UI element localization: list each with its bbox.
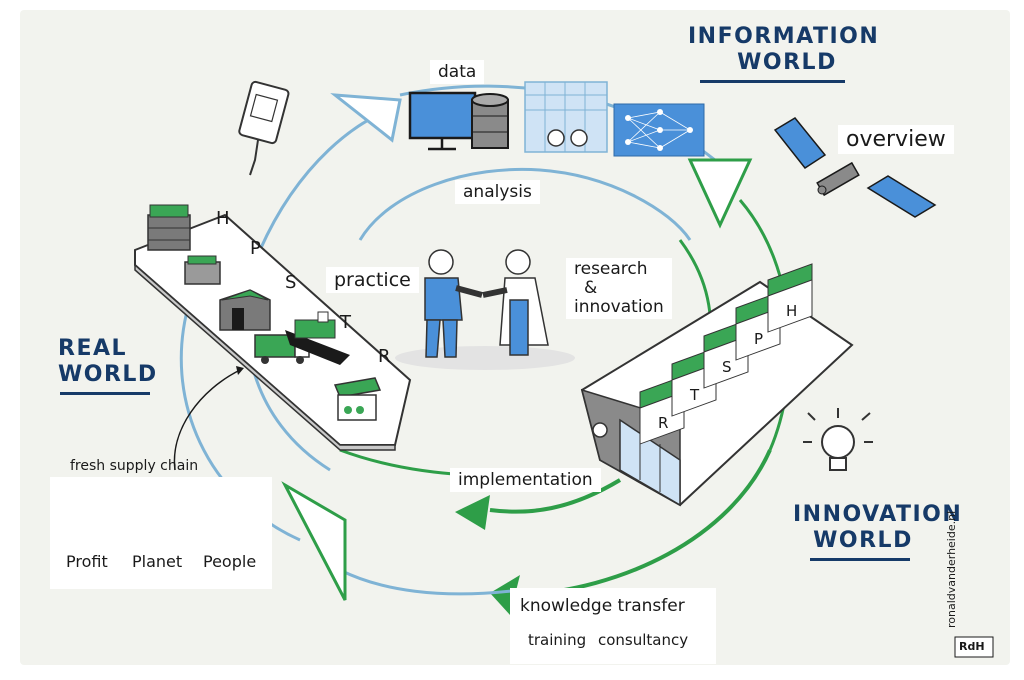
chain-letter-s: S bbox=[285, 272, 297, 293]
analytics-lab-icon bbox=[524, 81, 608, 153]
profit-label: Profit bbox=[66, 552, 108, 571]
bottom-blue-arc bbox=[339, 568, 521, 596]
neural-network-icon bbox=[613, 103, 705, 157]
analysis-label: analysis bbox=[455, 180, 540, 204]
implementation-label: implementation bbox=[450, 468, 601, 492]
practice-label: practice bbox=[326, 267, 419, 293]
chain-letter-p: P bbox=[250, 238, 261, 259]
consultancy-label: consultancy bbox=[598, 631, 689, 649]
knowledge-transfer-label: knowledge transfer bbox=[520, 596, 685, 616]
implementation-arc bbox=[489, 478, 622, 514]
practice-person bbox=[424, 249, 483, 358]
factory-module-letter: H bbox=[786, 302, 797, 320]
real-underline bbox=[60, 392, 150, 395]
factory-module: H bbox=[767, 263, 813, 333]
monitor-icon bbox=[408, 91, 477, 151]
sensor-device-icon bbox=[238, 80, 290, 176]
innovation-underline bbox=[810, 558, 910, 561]
database-icon bbox=[471, 93, 509, 149]
pointer-arrow bbox=[173, 369, 241, 471]
researcher-person bbox=[482, 249, 549, 356]
inner-blue-arc bbox=[358, 167, 692, 241]
chain-letter-t: T bbox=[340, 312, 351, 333]
green-arrowhead-right bbox=[687, 158, 753, 229]
light-bulb-icon bbox=[803, 408, 873, 471]
knowledge-transfer-box bbox=[510, 588, 716, 664]
blue-arrowhead-top bbox=[330, 93, 402, 143]
market-stall bbox=[333, 377, 382, 398]
factory-module-letter: P bbox=[754, 330, 763, 348]
supply-chain-conveyor bbox=[134, 204, 412, 451]
information-underline bbox=[700, 80, 845, 83]
artist-logo bbox=[954, 636, 994, 658]
overview-label: overview bbox=[838, 125, 954, 154]
produce-crate bbox=[184, 261, 221, 285]
people-label: People bbox=[203, 552, 257, 571]
planet-label: Planet bbox=[132, 552, 183, 571]
factory-module-letter: R bbox=[658, 414, 668, 432]
chain-letter-r: R bbox=[378, 346, 391, 367]
satellite-icon bbox=[773, 117, 937, 218]
factory-module-letter: S bbox=[722, 358, 732, 376]
training-label: training bbox=[528, 631, 587, 649]
research-factory: R T S P H bbox=[580, 263, 854, 507]
euro-symbol: € bbox=[84, 508, 98, 532]
fresh-supply-chain-label: fresh supply chain bbox=[70, 458, 199, 474]
ship bbox=[285, 330, 350, 365]
floor-shadow bbox=[395, 346, 575, 370]
green-arrowhead-left bbox=[281, 481, 347, 601]
fresh-supply-chain-box bbox=[50, 477, 272, 589]
logo-text: RdH bbox=[959, 640, 985, 653]
data-label: data bbox=[430, 60, 485, 84]
factory-module-letter: T bbox=[689, 386, 700, 404]
signature-text: ronaldvanderheide.nl bbox=[945, 510, 958, 628]
chain-letter-h: H bbox=[216, 208, 230, 229]
crate-stack bbox=[147, 214, 191, 251]
implementation-arrowhead bbox=[455, 495, 490, 530]
research-innovation-label: research & innovation bbox=[566, 258, 672, 319]
